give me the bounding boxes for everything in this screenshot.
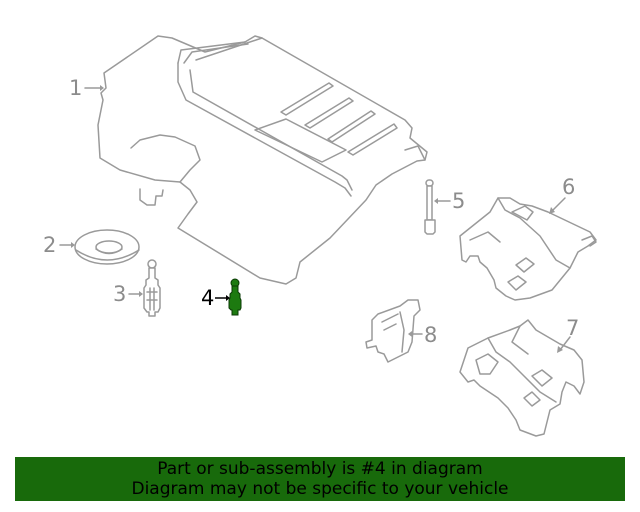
- callout-7[interactable]: 7: [566, 316, 580, 340]
- stud-part-3[interactable]: [143, 259, 161, 317]
- insulator-lower-part[interactable]: [459, 319, 585, 437]
- bolt-part[interactable]: [424, 179, 436, 235]
- part-info-banner: Part or sub-assembly is #4 in diagram Di…: [15, 457, 625, 501]
- banner-line-part-number: Part or sub-assembly is #4 in diagram: [157, 459, 483, 479]
- callout-5[interactable]: 5: [452, 189, 466, 213]
- leader-arrows: [59, 85, 571, 353]
- stud-part-4-highlighted[interactable]: [228, 278, 242, 316]
- grommet-part[interactable]: [74, 229, 140, 265]
- callout-3[interactable]: 3: [113, 282, 127, 306]
- engine-cover-part[interactable]: [97, 35, 428, 285]
- callout-1[interactable]: 1: [69, 76, 83, 100]
- banner-line-disclaimer: Diagram may not be specific to your vehi…: [131, 479, 509, 499]
- callout-6[interactable]: 6: [562, 175, 576, 199]
- callout-4[interactable]: 4: [201, 286, 215, 310]
- callout-8[interactable]: 8: [424, 323, 438, 347]
- insulator-upper-part[interactable]: [459, 197, 597, 301]
- callout-2[interactable]: 2: [43, 233, 57, 257]
- bracket-part[interactable]: [365, 299, 421, 363]
